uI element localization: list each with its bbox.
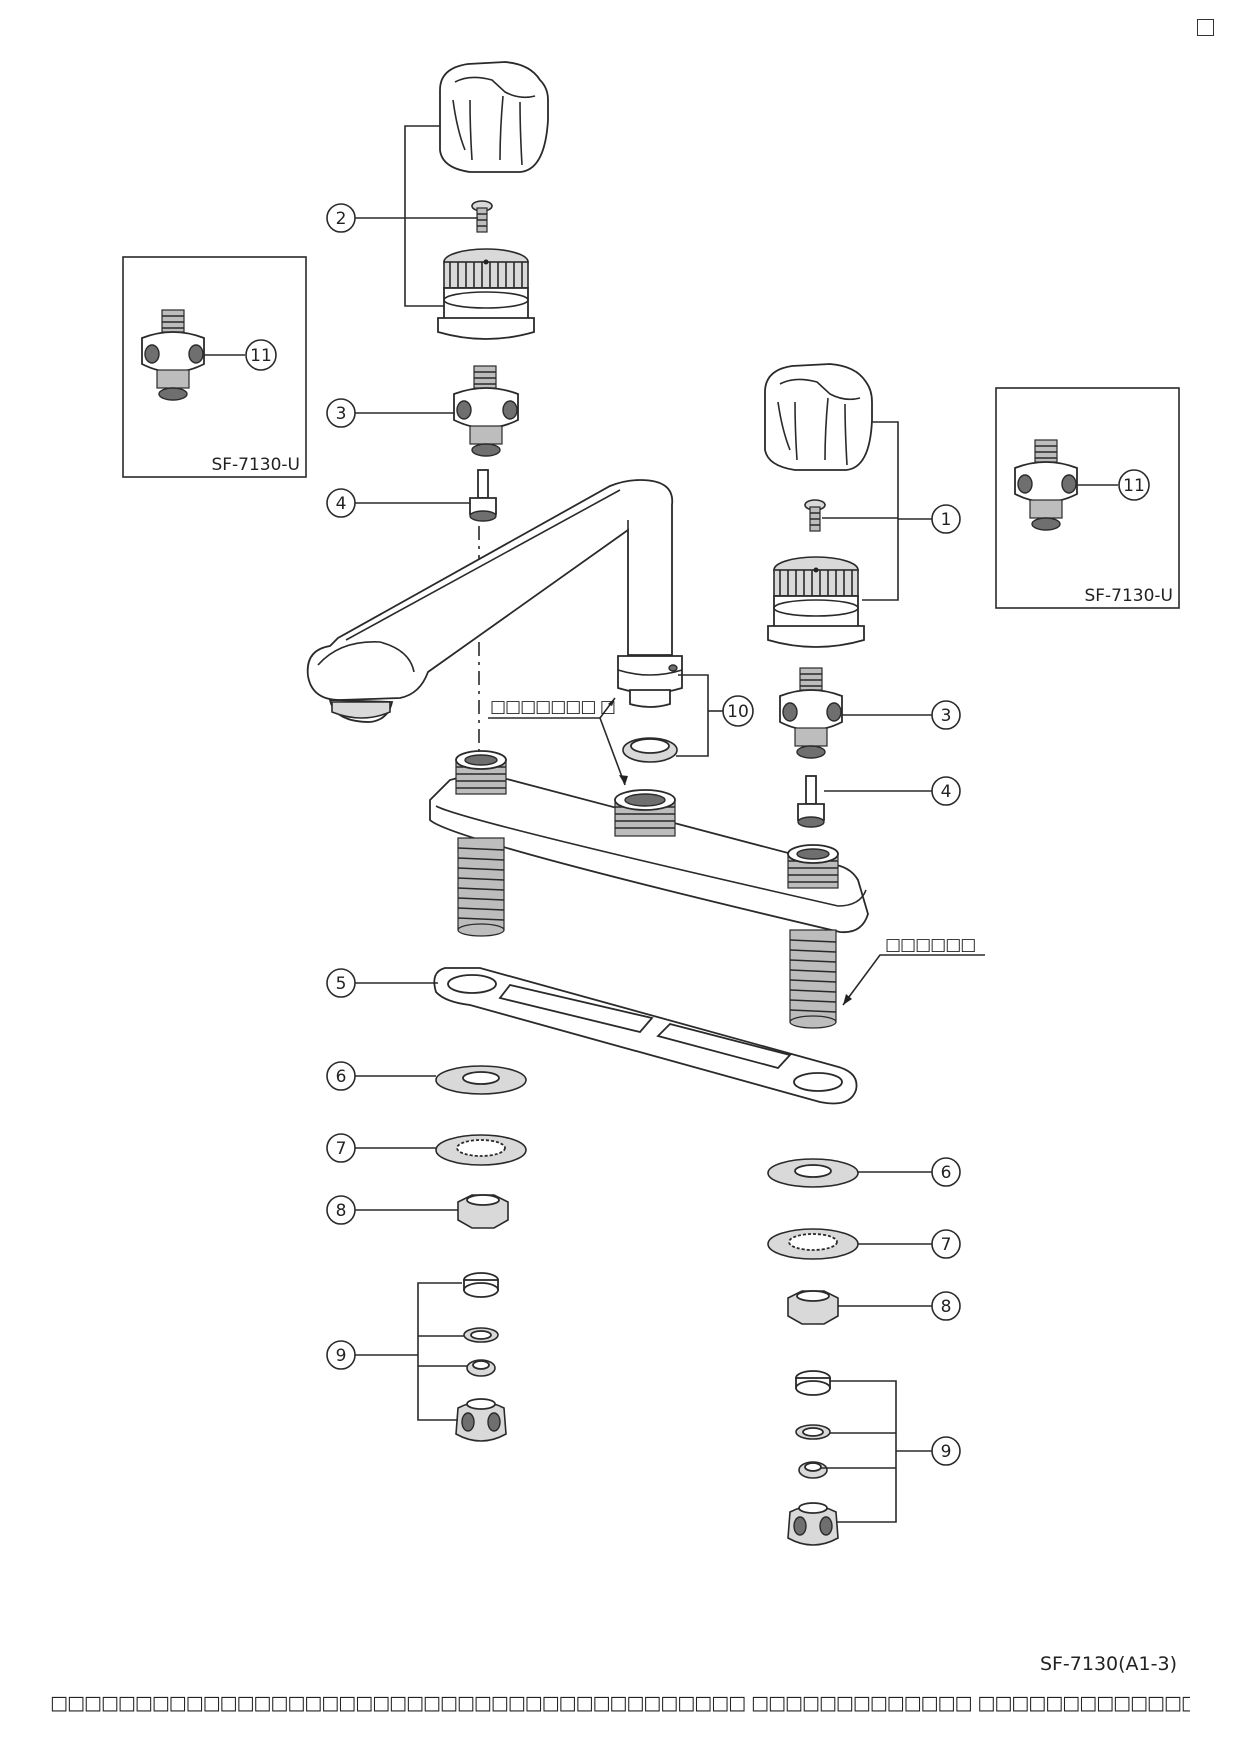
left-cartridge [453, 365, 519, 457]
callout-11-left: 11 [245, 339, 277, 371]
svg-text:7: 7 [941, 1235, 952, 1255]
callout-3-right: 3 [931, 700, 961, 730]
bracket-callout-9-right [821, 1380, 897, 1523]
left-handle-cap [439, 61, 549, 173]
inset-right-cartridge [1014, 439, 1078, 531]
corner-marker [1197, 19, 1214, 36]
callout-8-right: 8 [931, 1291, 961, 1321]
callout-9-right: 9 [931, 1436, 961, 1466]
svg-text:11: 11 [1123, 476, 1145, 496]
callout-leaders [204, 217, 1118, 1452]
svg-text:9: 9 [336, 1346, 347, 1366]
spout-o-ring [622, 737, 678, 763]
right-handle-base [767, 556, 865, 648]
callout-6-left: 6 [326, 1061, 356, 1091]
svg-text:10: 10 [727, 702, 749, 722]
callout-3-left: 3 [326, 398, 356, 428]
callout-1: 1 [931, 504, 961, 534]
svg-text:4: 4 [941, 782, 952, 802]
left-handle-screw [471, 200, 493, 233]
left-spindle [469, 469, 497, 522]
thread-note-label: □□□□□□ [885, 935, 975, 955]
svg-text:8: 8 [941, 1297, 952, 1317]
right-lock-washer [767, 1228, 859, 1260]
callout-2: 2 [326, 203, 356, 233]
callout-10: 10 [722, 695, 754, 727]
inset-left-frame [122, 256, 307, 478]
callout-11-right: 11 [1118, 469, 1150, 501]
footer-part-3: □□□□□□□□□□□□□□□□□□□□□□□□□□□□□□□□□□□□□□□□… [977, 1692, 1190, 1714]
footer-text: □□□□□□□□□□□□□□□□□□□□□□□□□□□□□□□□□□□□□□□□… [50, 1692, 1190, 1714]
bracket-callout-2 [404, 125, 444, 307]
left-lock-washer [435, 1134, 527, 1166]
spout [306, 479, 683, 723]
spout-note-label: □□□□□□□ □ [490, 697, 615, 717]
right-coupling-set [787, 1370, 839, 1546]
bracket-callout-9-left [417, 1282, 467, 1421]
left-washer [435, 1065, 527, 1095]
callout-7-right: 7 [931, 1229, 961, 1259]
svg-text:6: 6 [336, 1067, 347, 1087]
bracket-callout-1 [822, 421, 899, 601]
right-lock-nut [787, 1290, 839, 1325]
footer-part-2: □□□□□□□□□□□□□ [751, 1692, 972, 1714]
right-handle-screw [804, 499, 826, 532]
svg-text:1: 1 [941, 510, 952, 530]
right-handle-cap [764, 363, 873, 471]
callout-9-left: 9 [326, 1340, 356, 1370]
callout-5: 5 [326, 968, 356, 998]
left-lock-nut [457, 1194, 509, 1229]
svg-text:11: 11 [250, 346, 272, 366]
callout-7-left: 7 [326, 1133, 356, 1163]
svg-text:9: 9 [941, 1442, 952, 1462]
inset-right-frame [995, 387, 1180, 609]
svg-text:8: 8 [336, 1201, 347, 1221]
svg-text:5: 5 [336, 974, 347, 994]
right-spindle [797, 775, 825, 828]
svg-text:3: 3 [336, 404, 347, 424]
svg-text:2: 2 [336, 209, 347, 229]
inset-right-label: SF-7130-U [1084, 586, 1173, 606]
footer-part-1: □□□□□□□□□□□□□□□□□□□□□□□□□□□□□□□□□□□□□□□□… [50, 1692, 746, 1714]
svg-text:7: 7 [336, 1139, 347, 1159]
thread-note-leader [842, 954, 985, 1006]
svg-text:4: 4 [336, 494, 347, 514]
model-code: SF-7130(A1-3) [1039, 1653, 1177, 1675]
callout-4-left: 4 [326, 488, 356, 518]
svg-text:3: 3 [941, 706, 952, 726]
faucet-body [429, 750, 869, 1029]
left-handle-base [437, 248, 535, 340]
inset-left-label: SF-7130-U [211, 455, 300, 475]
right-washer [767, 1158, 859, 1188]
right-cartridge [779, 667, 843, 759]
callout-6-right: 6 [931, 1157, 961, 1187]
bracket-callout-10 [676, 674, 709, 757]
svg-text:6: 6 [941, 1163, 952, 1183]
left-coupling-set [455, 1272, 507, 1442]
inset-left-cartridge [141, 309, 205, 401]
callout-8-left: 8 [326, 1195, 356, 1225]
callout-4-right: 4 [931, 776, 961, 806]
